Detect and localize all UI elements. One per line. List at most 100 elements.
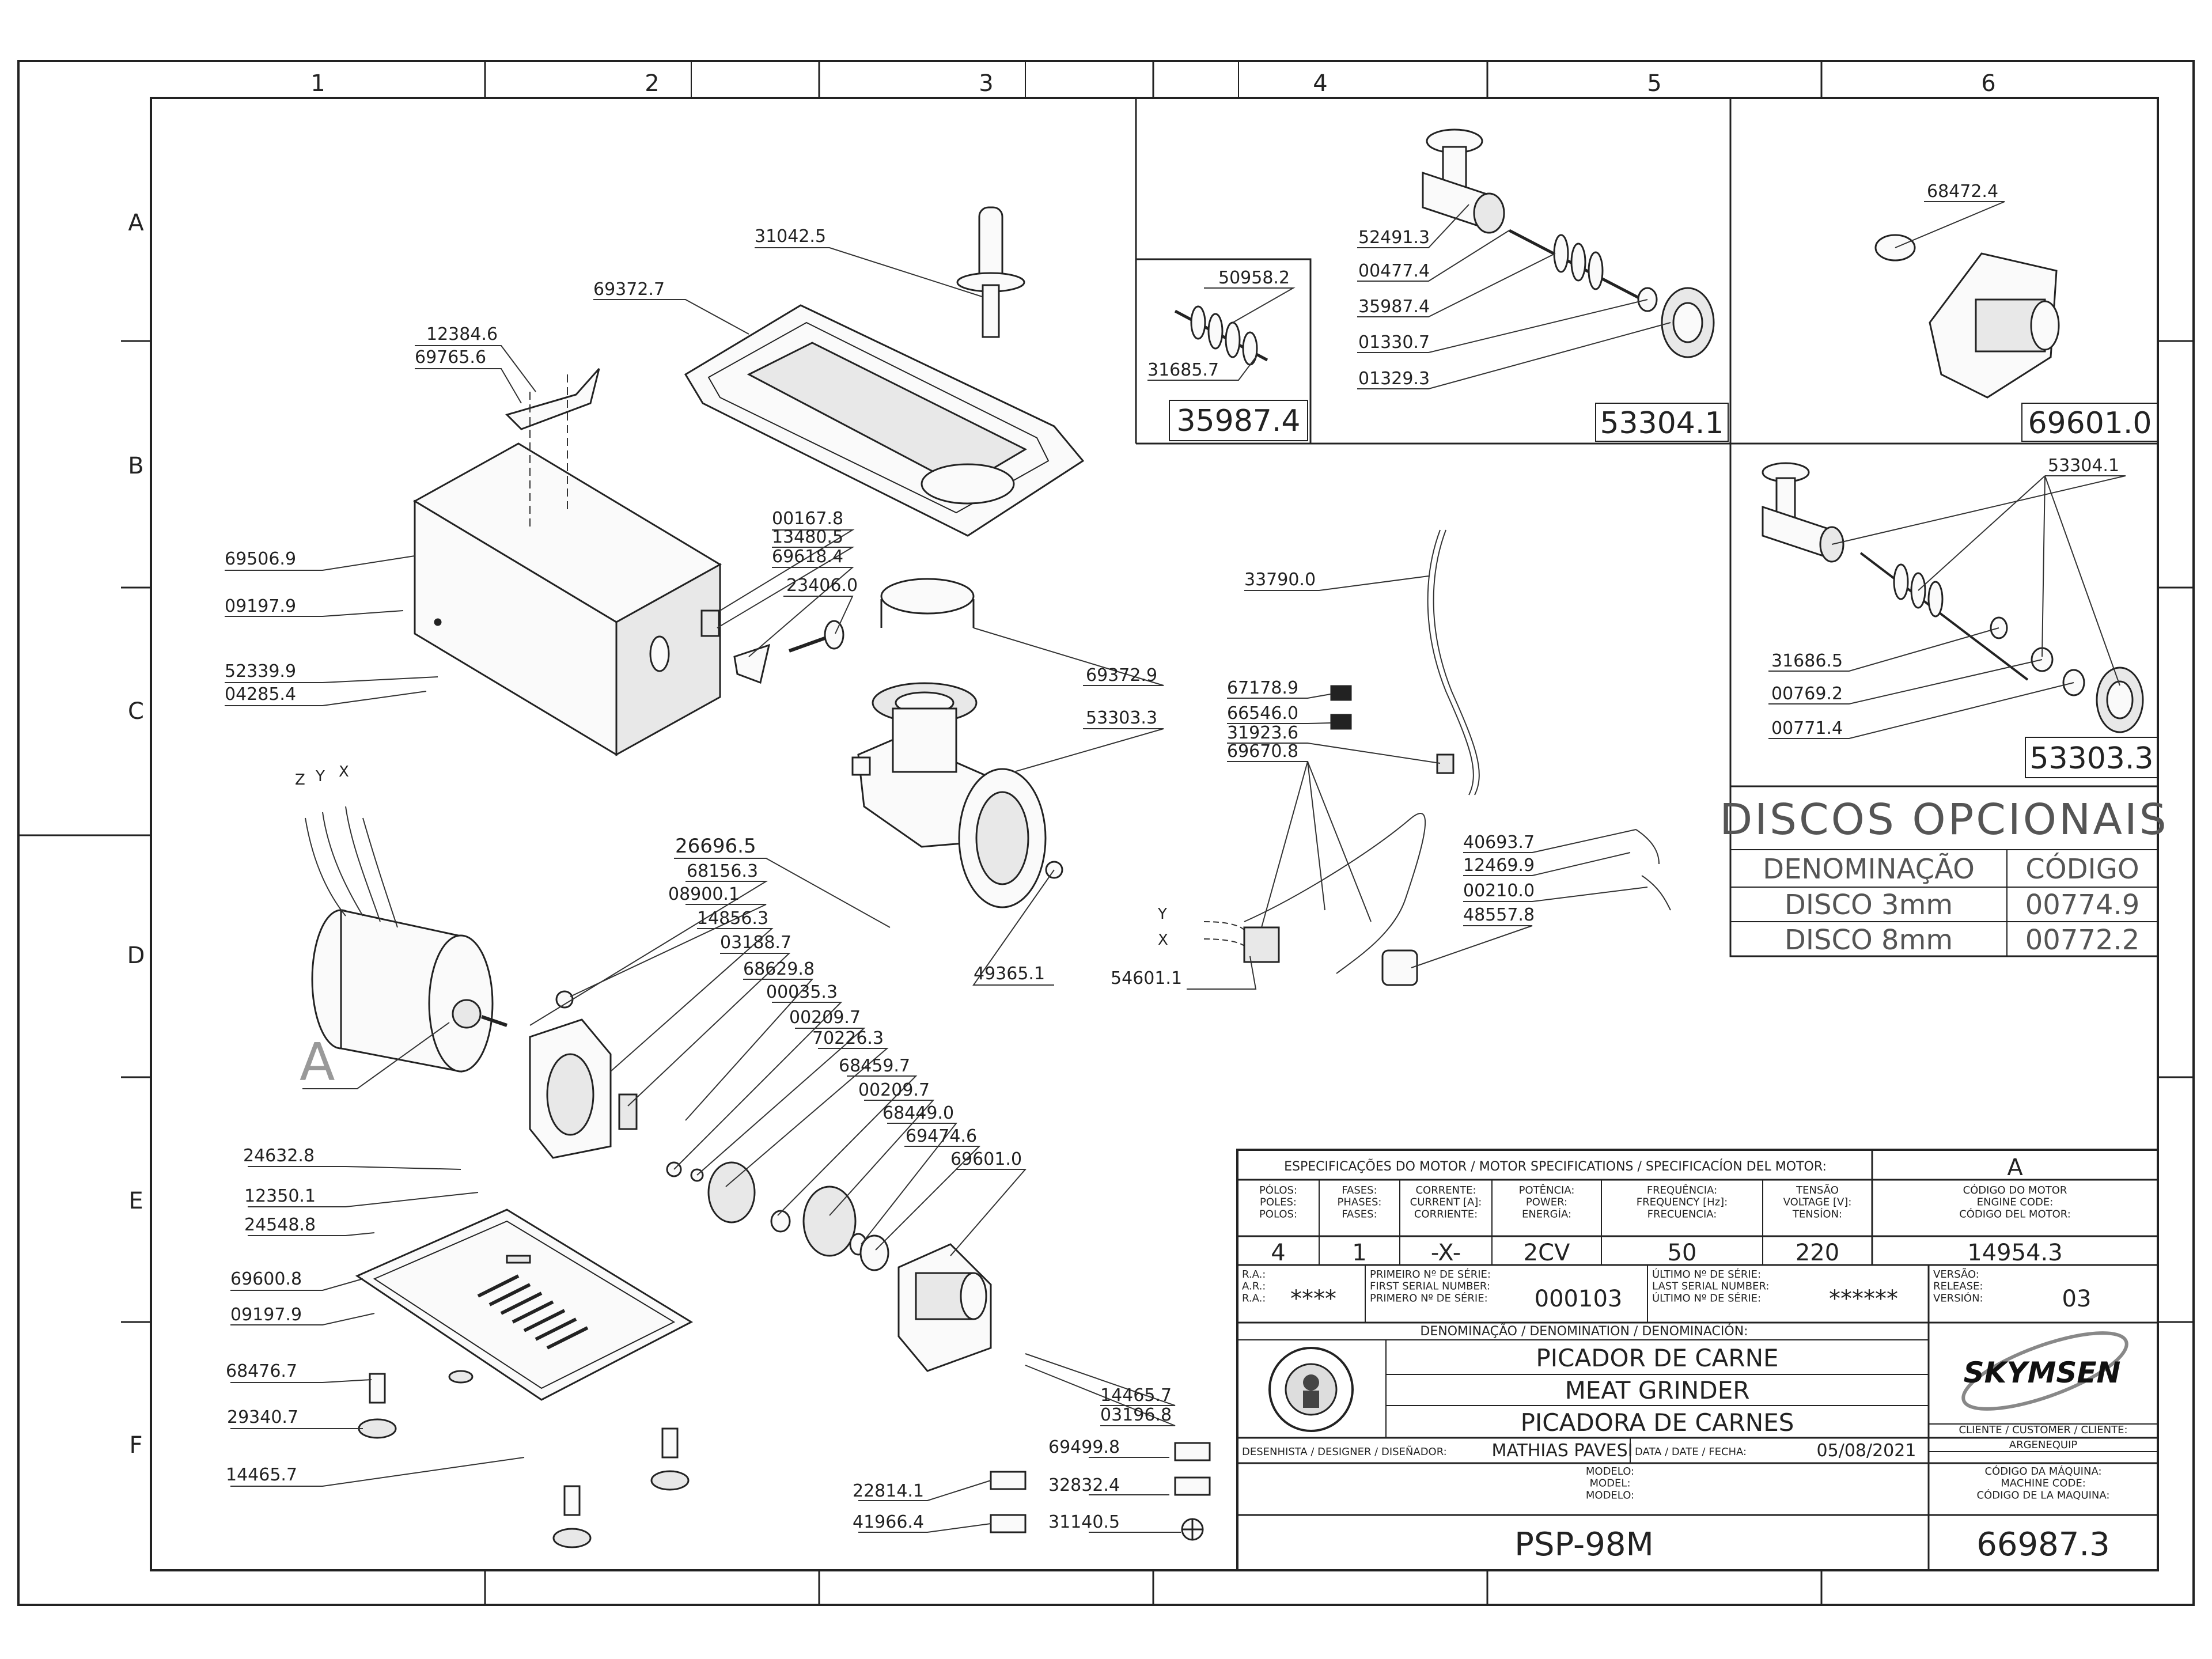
- label-31923-6: 31923.6: [1227, 723, 1298, 743]
- detail-a-marker: A: [300, 1032, 335, 1093]
- label-01330-7: 01330.7: [1358, 332, 1430, 353]
- label-23406-0: 23406.0: [786, 575, 858, 596]
- ra-value: ****: [1290, 1286, 1336, 1312]
- poles-value: 4: [1271, 1240, 1285, 1266]
- inset-labels: 50958.2 31685.7 52491.3 00477.4 35987.4 …: [1147, 181, 2154, 776]
- wiring-harness-drawing: [1203, 529, 1671, 986]
- housing-drawing: [413, 442, 722, 756]
- label-52491-3: 52491.3: [1358, 228, 1430, 248]
- disc-row-code: 00774.9: [2025, 889, 2140, 921]
- inset-code-35987-4: 35987.4: [1176, 404, 1300, 438]
- model-value: PSP-98M: [1514, 1526, 1654, 1563]
- name-spanish: PICADORA DE CARNES: [1521, 1408, 1794, 1437]
- disc-row-code: 00772.2: [2025, 924, 2140, 956]
- gear-train-drawing: [666, 1161, 889, 1271]
- label-09197-9-top: 09197.9: [225, 596, 296, 616]
- label-33790-0: 33790.0: [1244, 570, 1316, 590]
- label-68156-3: 68156.3: [687, 861, 758, 881]
- power-value: 2CV: [1524, 1240, 1570, 1266]
- label-69372-9: 69372.9: [1086, 665, 1157, 685]
- grid-row-D: D: [127, 942, 145, 969]
- label-00210-0: 00210.0: [1463, 881, 1535, 901]
- label-69601-0: 69601.0: [950, 1149, 1022, 1169]
- grid-col-2: 2: [645, 70, 659, 97]
- label-13480-5: 13480.5: [772, 527, 843, 547]
- current-label: CORRENTE:CURRENT [A]:CORRIENTE:: [1410, 1184, 1482, 1220]
- optional-discs-table: DISCOS OPCIONAIS DENOMINAÇÃO CÓDIGO DISC…: [1719, 795, 2166, 956]
- label-69506-9: 69506.9: [225, 549, 296, 569]
- label-00167-8: 00167.8: [772, 509, 843, 529]
- label-52339-9: 52339.9: [225, 661, 296, 681]
- denomination-label: DENOMINAÇÃO / DENOMINATION / DENOMINACIÓ…: [1420, 1323, 1748, 1339]
- client-value: ARGENEQUIP: [2009, 1439, 2078, 1451]
- label-04285-4: 04285.4: [225, 684, 296, 704]
- title-block: ESPECIFICAÇÕES DO MOTOR / MOTOR SPECIFIC…: [1236, 1149, 2159, 1571]
- label-68629-8: 68629.8: [743, 959, 815, 979]
- first-serial-value: 000103: [1535, 1286, 1623, 1312]
- axis-z-label: Z: [295, 771, 305, 789]
- label-69618-4: 69618.4: [772, 547, 843, 567]
- motor-spec-header: ESPECIFICAÇÕES DO MOTOR / MOTOR SPECIFIC…: [1284, 1158, 1827, 1174]
- inset-code-53304-1: 53304.1: [1600, 406, 1724, 441]
- grid-row-F: F: [129, 1432, 142, 1459]
- version-value: 03: [2062, 1286, 2092, 1312]
- last-serial-value: ******: [1829, 1286, 1898, 1312]
- label-69499-8: 69499.8: [1048, 1437, 1120, 1457]
- disc-row-name: DISCO 8mm: [1785, 924, 1953, 956]
- label-14465-7-left: 14465.7: [226, 1465, 297, 1485]
- label-00769-2: 00769.2: [1771, 684, 1843, 704]
- grid-col-4: 4: [1313, 70, 1327, 97]
- label-03188-7: 03188.7: [720, 933, 791, 953]
- label-54601-1: 54601.1: [1111, 968, 1182, 988]
- label-12384-6: 12384.6: [426, 324, 498, 344]
- grid-row-B: B: [128, 453, 143, 479]
- grid-row-E: E: [128, 1188, 143, 1214]
- frequency-label: FREQUÊNCIA:FREQUENCY [Hz]:FRECUENCIA:: [1637, 1184, 1728, 1220]
- client-label: CLIENTE / CUSTOMER / CLIENTE:: [1959, 1424, 2127, 1436]
- label-50958-2: 50958.2: [1218, 268, 1290, 288]
- label-31140-5: 31140.5: [1048, 1512, 1120, 1532]
- machine-code-value: 66987.3: [1976, 1526, 2110, 1563]
- date-value: 05/08/2021: [1817, 1441, 1916, 1461]
- first-serial-label: PRIMEIRO Nº DE SÉRIE:FIRST SERIAL NUMBER…: [1370, 1268, 1491, 1304]
- machine-code-label: CÓDIGO DA MÁQUINA:MACHINE CODE:CÓDIGO DE…: [1977, 1465, 2110, 1501]
- label-00209-7-b: 00209.7: [858, 1080, 930, 1100]
- frequency-value: 50: [1668, 1240, 1697, 1266]
- label-24548-8: 24548.8: [244, 1215, 316, 1235]
- label-29340-7: 29340.7: [227, 1407, 298, 1427]
- poles-label: PÓLOS:POLES:POLOS:: [1259, 1184, 1297, 1220]
- label-22814-1: 22814.1: [853, 1481, 924, 1501]
- label-00771-4: 00771.4: [1771, 718, 1843, 738]
- label-00035-3: 00035.3: [766, 982, 838, 1002]
- phases-label: FASES:PHASES:FASES:: [1338, 1184, 1382, 1220]
- wire-x-label: X: [1158, 931, 1168, 949]
- grid-col-6: 6: [1981, 70, 1995, 97]
- power-label: POTÊNCIA:POWER:ENERGÍA:: [1519, 1184, 1575, 1220]
- label-69600-8: 69600.8: [230, 1269, 302, 1289]
- label-14856-3: 14856.3: [697, 908, 768, 929]
- discs-head-code: CÓDIGO: [2025, 853, 2139, 885]
- drawing-frame: [17, 60, 2195, 1606]
- tray-drawing: [684, 304, 1085, 537]
- name-portuguese: PICADOR DE CARNE: [1536, 1344, 1778, 1372]
- label-53304-1: 53304.1: [2048, 456, 2119, 476]
- grid-col-1: 1: [310, 70, 325, 97]
- label-00209-7-a: 00209.7: [789, 1007, 861, 1028]
- pusher-drawing: [956, 206, 1025, 338]
- label-32832-4: 32832.4: [1048, 1475, 1120, 1495]
- gearbox-drawing: [529, 990, 638, 1159]
- label-69474-6: 69474.6: [906, 1126, 977, 1146]
- authorized-service-stamp: [1268, 1347, 1354, 1432]
- label-26696-5: 26696.5: [675, 835, 756, 858]
- current-value: -X-: [1431, 1240, 1461, 1266]
- grid-column-labels: 1 2 3 4 5 6: [310, 70, 1995, 97]
- label-00477-4: 00477.4: [1358, 261, 1430, 281]
- label-12469-9: 12469.9: [1463, 855, 1535, 876]
- inset-code-53303-3: 53303.3: [2029, 741, 2153, 776]
- part-labels: 31042.5 69372.7 12384.6 69765.6 69506.9 …: [225, 226, 1535, 1532]
- inset-panels: [1135, 98, 2158, 957]
- ra-label: R.A.:A.R.:R.A.:: [1242, 1268, 1266, 1304]
- label-68459-7: 68459.7: [839, 1056, 910, 1076]
- front-cover-drawing: [897, 1243, 992, 1372]
